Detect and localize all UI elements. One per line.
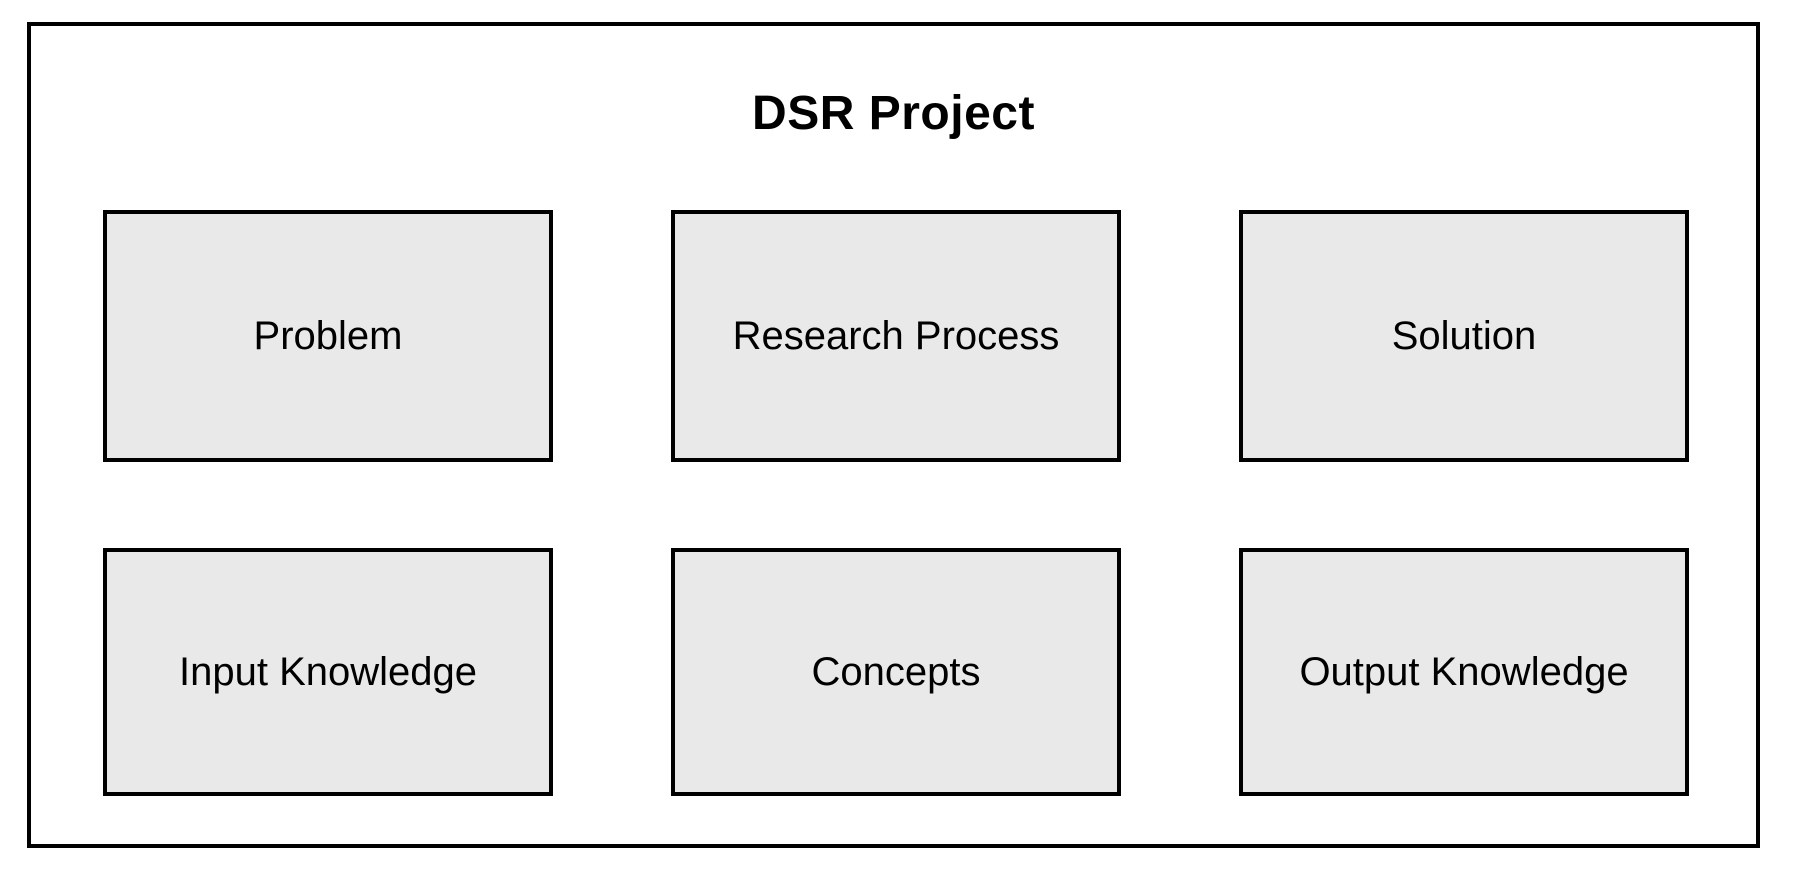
- diagram-title: DSR Project: [752, 87, 1035, 140]
- box-label: Input Knowledge: [178, 650, 477, 694]
- box-output-knowledge: Output Knowledge: [1239, 548, 1689, 796]
- box-input-knowledge: Input Knowledge: [103, 548, 553, 796]
- boxes-grid: Problem Research Process Solution Input …: [103, 210, 1689, 796]
- box-label: Concepts: [811, 650, 981, 694]
- box-concepts: Concepts: [671, 548, 1121, 796]
- box-label: Problem: [253, 314, 403, 358]
- box-label: Solution: [1391, 314, 1537, 358]
- box-label: Research Process: [732, 314, 1060, 358]
- box-label: Output Knowledge: [1299, 650, 1629, 694]
- box-solution: Solution: [1239, 210, 1689, 462]
- box-problem: Problem: [103, 210, 553, 462]
- box-research-process: Research Process: [671, 210, 1121, 462]
- dsr-project-frame: DSR Project Problem Research Process Sol…: [27, 22, 1760, 848]
